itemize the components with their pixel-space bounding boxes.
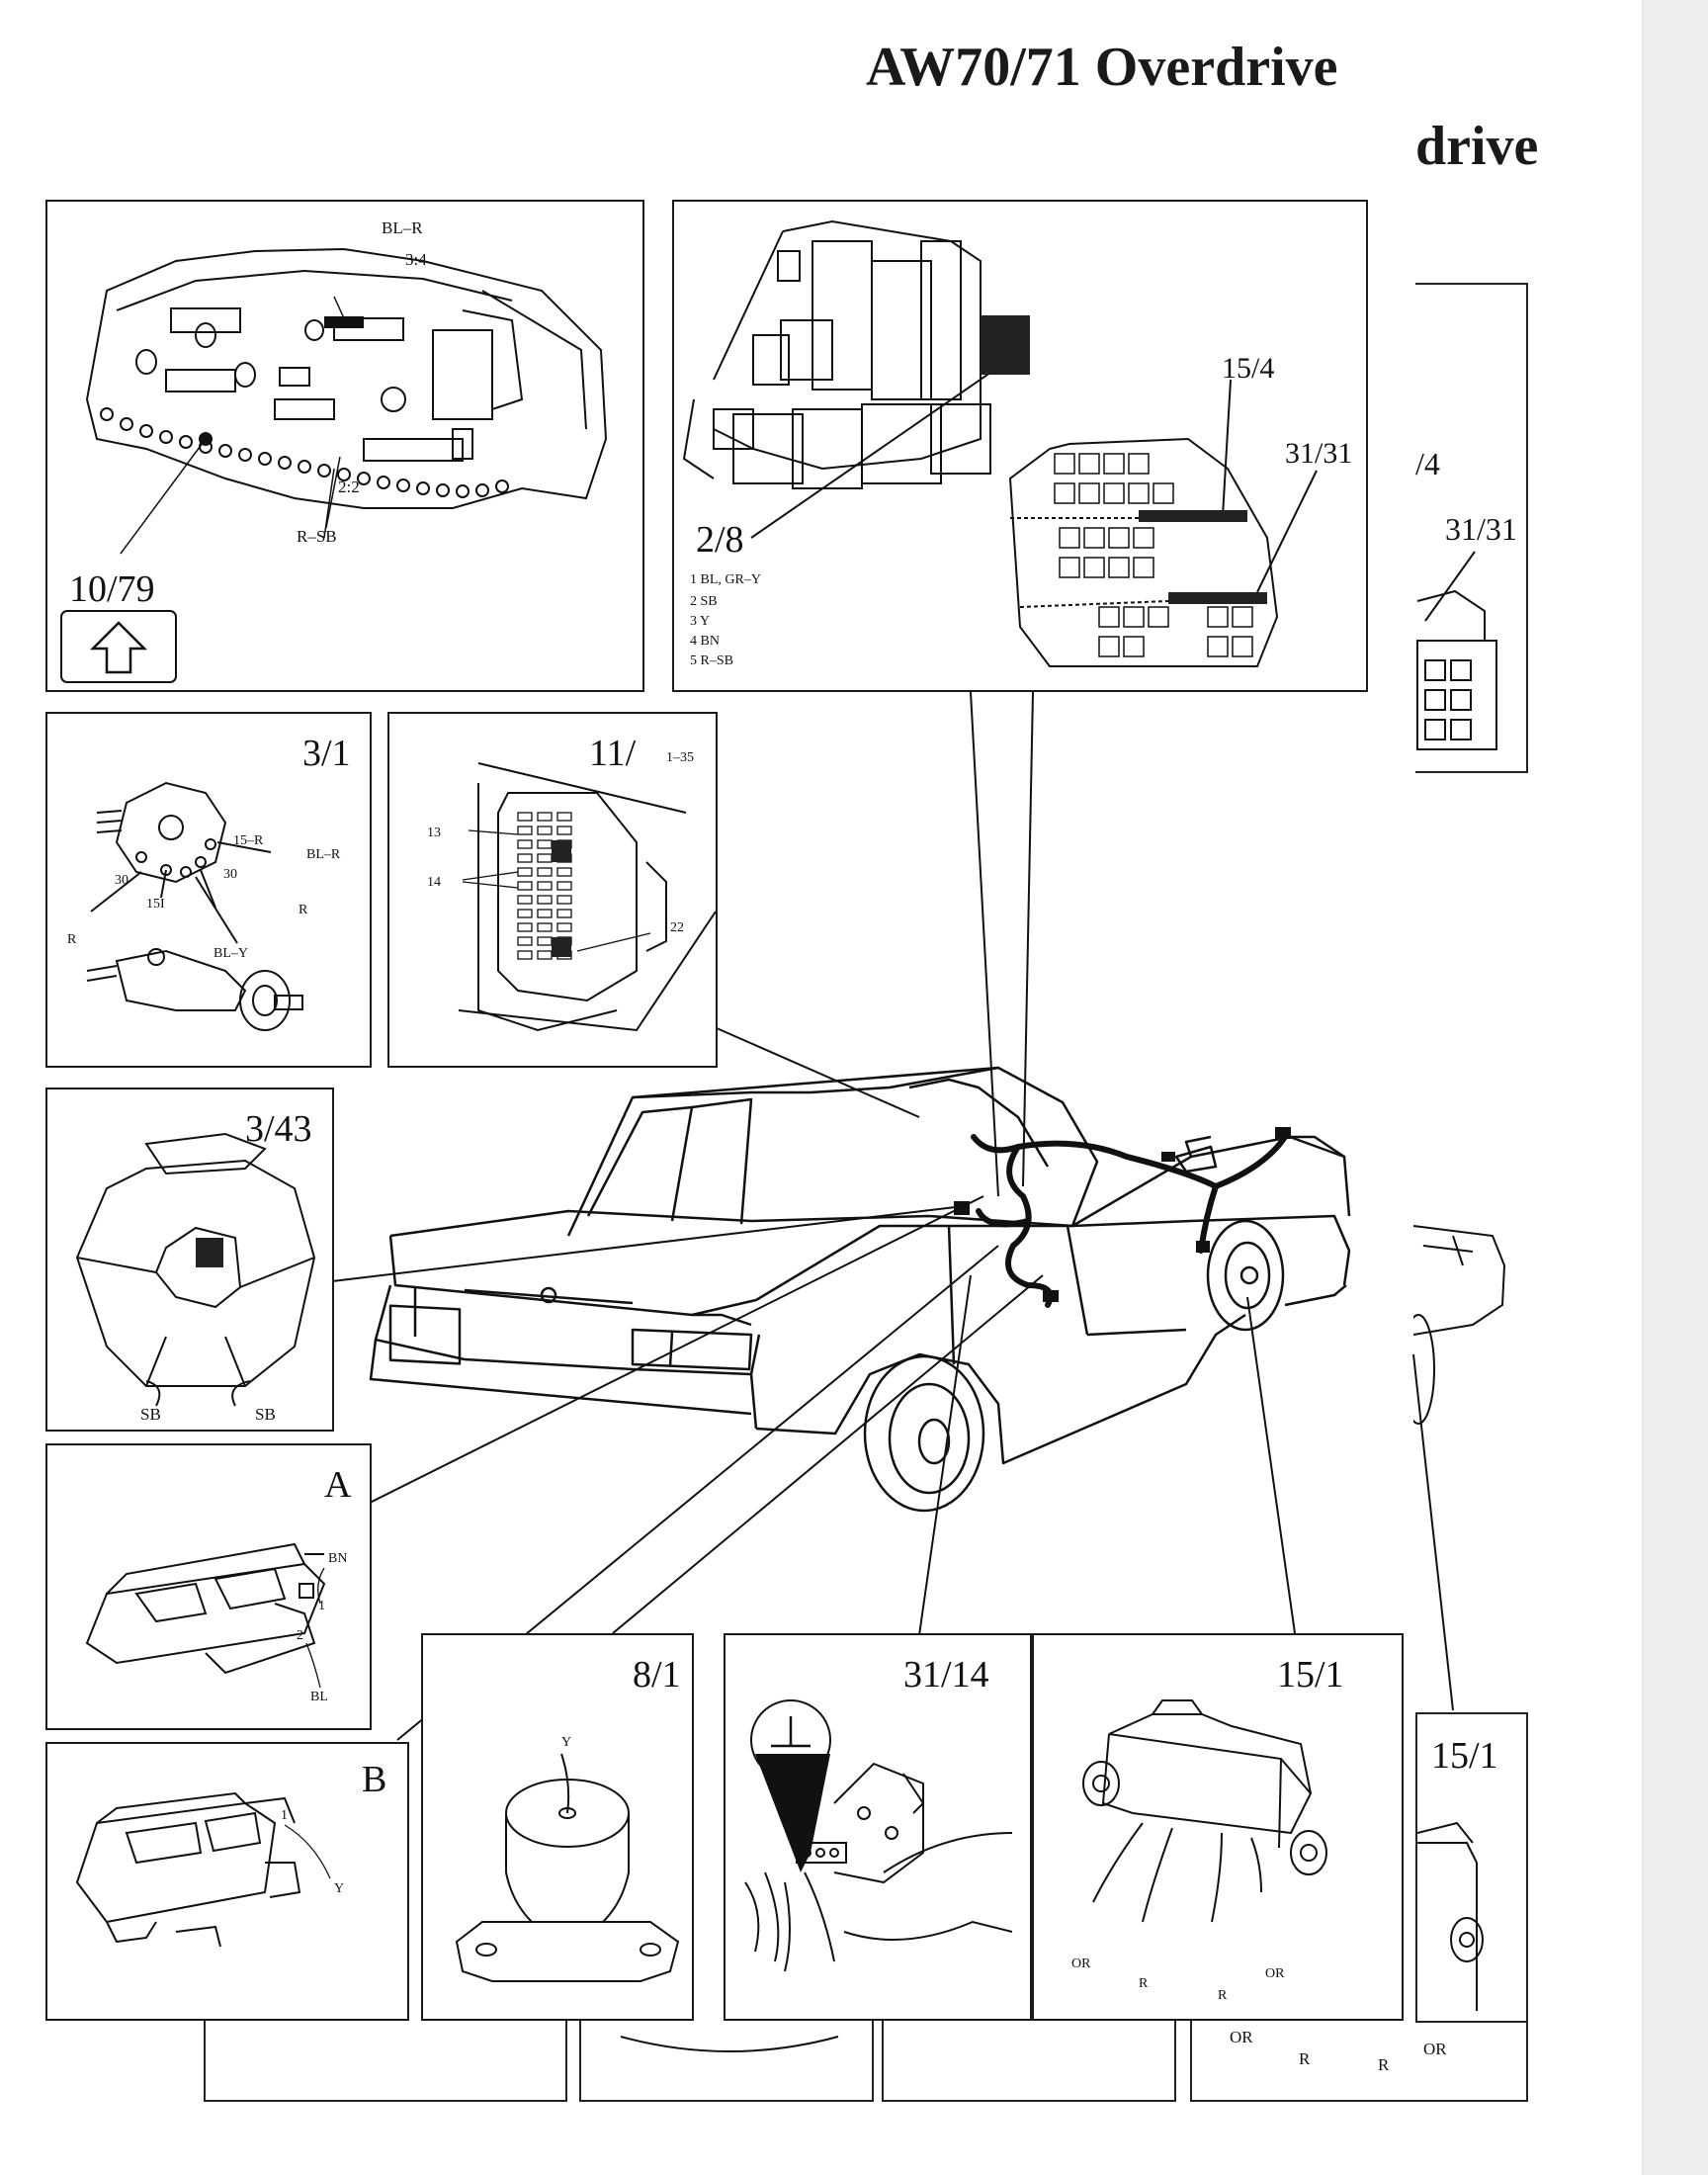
fuse-label-13: 13 — [427, 826, 441, 840]
page-title-fragment: drive — [1415, 116, 1539, 177]
panel-id-11: 11/ — [589, 733, 637, 774]
ghost-label-4: /4 — [1415, 446, 1440, 481]
wire-label-bl-r: BL–R — [382, 218, 423, 237]
ghost-wire-or-1: OR — [1230, 2028, 1253, 2046]
ignition-label-30-left: 30 — [115, 873, 128, 888]
ignition-label-r-right: R — [299, 903, 308, 917]
ghost-frame-bottom-2 — [579, 2007, 874, 2102]
ground-symbol-icon — [771, 1716, 811, 1748]
panel-id-31-14: 31/14 — [903, 1654, 989, 1696]
relay-label-31-31: 31/31 — [1285, 437, 1352, 470]
fuse-label-14: 14 — [427, 875, 441, 890]
ghost-car-fragment — [1413, 1225, 1506, 1425]
panel-id-8-1: 8/1 — [633, 1654, 681, 1696]
pin-label-3-4: 3:4 — [405, 250, 427, 269]
connector-b-label-y: Y — [334, 1881, 344, 1896]
panel-id-3-1: 3/1 — [302, 733, 351, 774]
panel-b-connector: B 1 Y — [45, 1742, 409, 2021]
page-edge — [1642, 0, 1708, 2175]
up-arrow-icon — [89, 621, 148, 674]
page-title: AW70/71 Overdrive — [866, 37, 1338, 98]
gear-wire-sb-left: SB — [140, 1405, 161, 1424]
ignition-label-bl-y: BL–Y — [214, 946, 248, 961]
fuse-range-label: 1–35 — [666, 750, 694, 765]
ghost-label-31-31: 31/31 — [1445, 511, 1517, 547]
control-unit-wire-or-2: OR — [1265, 1966, 1285, 1981]
panel-id-a: A — [324, 1464, 352, 1506]
control-unit-wire-r-2: R — [1218, 1988, 1228, 2003]
connector-a-label-bl: BL — [310, 1690, 328, 1704]
panel-id-b: B — [362, 1759, 386, 1800]
panel-3-1-ignition-switch: 3/1 15–R BL–R 30 30 15I R R BL–Y — [45, 712, 372, 1068]
panel-2-8-relay-box: 15/4 31/31 2/8 1 BL, GR–Y 2 SB 3 Y 4 BN … — [672, 200, 1368, 692]
ghost-wire-or-2: OR — [1423, 2040, 1447, 2058]
panel-a-connector: A BN 1 2 BL — [45, 1443, 372, 1730]
ignition-label-bl-r: BL–R — [306, 847, 341, 862]
panel-id-2-8: 2/8 — [696, 519, 744, 561]
panel-31-14-ground-point: 31/14 — [724, 1633, 1032, 2021]
control-unit-wire-r-1: R — [1139, 1976, 1149, 1991]
panel-id-3-43: 3/43 — [245, 1108, 312, 1150]
ignition-label-r-left: R — [67, 932, 77, 947]
ghost-panel-id-15-1: 15/1 — [1431, 1735, 1498, 1777]
ignition-label-15i: 15I — [146, 897, 165, 912]
wire-label-r-sb: R–SB — [297, 527, 337, 546]
panel-id-15-1: 15/1 — [1277, 1654, 1344, 1696]
panel-id-10-79: 10/79 — [69, 568, 155, 610]
panel-3-43-gear-selector: 3/43 SB SB — [45, 1088, 334, 1432]
relay-legend-5: 5 R–SB — [690, 653, 733, 668]
relay-legend-4: 4 BN — [690, 634, 720, 649]
relay-legend-2: 2 SB — [690, 594, 718, 609]
switch-wire-y: Y — [561, 1735, 571, 1750]
ghost-panel-relay: /4 31/31 — [1415, 283, 1528, 773]
pin-label-2-2: 2:2 — [338, 478, 360, 496]
ghost-panel-control-unit-front: 15/1 — [1415, 1712, 1528, 2023]
panel-10-79-instrument-cluster: BL–R 3:4 2:2 R–SB 10/79 — [45, 200, 644, 692]
panel-8-1-switch: 8/1 Y — [421, 1633, 694, 2021]
relay-legend-1: 1 BL, GR–Y — [690, 572, 761, 587]
ghost-frame-bottom-1 — [204, 2007, 567, 2102]
ghost-wire-r-2: R — [1378, 2055, 1390, 2074]
ignition-label-30-right: 30 — [223, 867, 237, 882]
ghost-frame-bottom-3 — [882, 2007, 1176, 2102]
connector-a-label-2: 2 — [297, 1628, 303, 1643]
connector-a-label-1: 1 — [318, 1599, 325, 1613]
connector-a-label-bn: BN — [328, 1551, 347, 1566]
panel-15-1-control-unit: 15/1 OR R R OR — [1032, 1633, 1404, 2021]
connector-b-label-1: 1 — [281, 1808, 288, 1823]
ghost-wire-r-1: R — [1299, 2049, 1311, 2068]
control-unit-wire-or-1: OR — [1071, 1957, 1091, 1971]
relay-legend-3: 3 Y — [690, 614, 710, 629]
panel-11-fuse-box: 11/ 1–35 13 — [387, 712, 718, 1068]
relay-label-15-4: 15/4 — [1222, 352, 1274, 385]
ghost-frame-bottom-4: OR R R OR — [1190, 2007, 1528, 2102]
fuse-label-22: 22 — [670, 920, 684, 935]
ignition-label-15-r: 15–R — [233, 833, 264, 848]
gear-wire-sb-right: SB — [255, 1405, 276, 1424]
